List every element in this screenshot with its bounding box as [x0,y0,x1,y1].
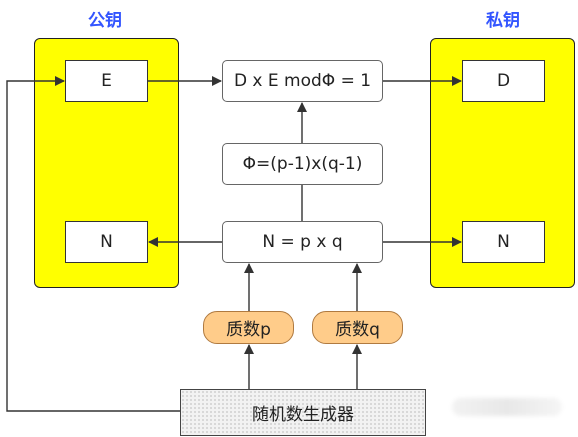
private-key-title: 私钥 [486,11,520,31]
private-key-n-box: N [462,221,545,263]
public-key-n-box: N [65,221,148,263]
formula-phi-box: Φ=(p-1)x(q-1) [222,143,383,185]
prime-q-node: 质数q [312,311,403,344]
watermark [452,398,562,416]
formula-n-box: N = p x q [222,221,383,263]
private-key-d-box: D [462,60,545,102]
arrow-gen-to-e [6,76,180,412]
random-generator-box: 随机数生成器 [180,389,426,436]
prime-p-node: 质数p [203,311,294,344]
public-key-title: 公钥 [88,11,122,31]
formula-de-box: D x E modΦ = 1 [222,60,383,102]
public-key-e-box: E [65,60,148,102]
